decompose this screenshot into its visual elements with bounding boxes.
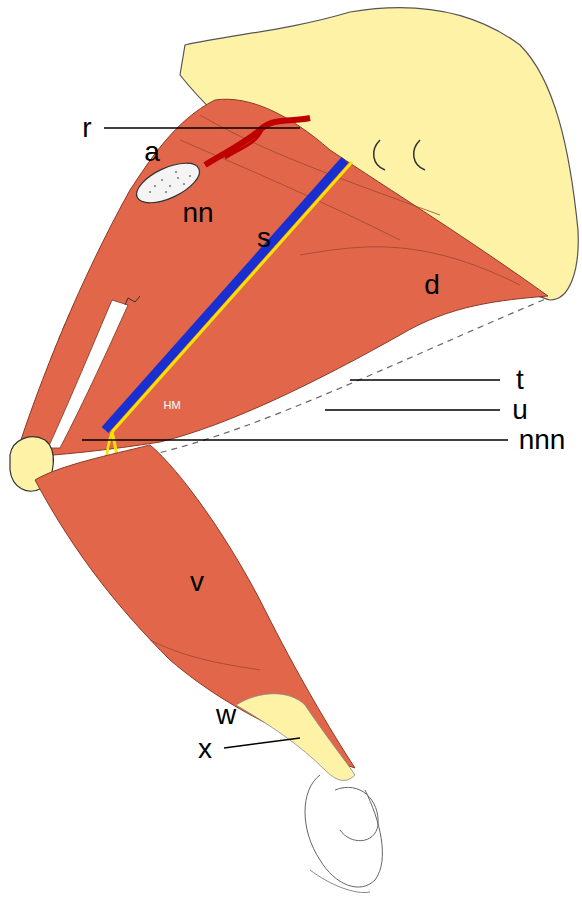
part-letter: t (516, 366, 524, 394)
part-letter: nn (182, 199, 213, 227)
part-letter: w (216, 701, 236, 729)
part-letter: u (512, 396, 528, 424)
part-letter: s (257, 224, 271, 252)
part-letter: x (198, 735, 212, 763)
thigh-muscles (15, 99, 548, 458)
part-letter: nnn (519, 426, 566, 454)
part-letter: v (190, 568, 204, 596)
part-letter: r (82, 114, 91, 142)
part-letter: a (144, 138, 160, 166)
part-letter: d (424, 271, 440, 299)
signature: HM (163, 400, 180, 411)
